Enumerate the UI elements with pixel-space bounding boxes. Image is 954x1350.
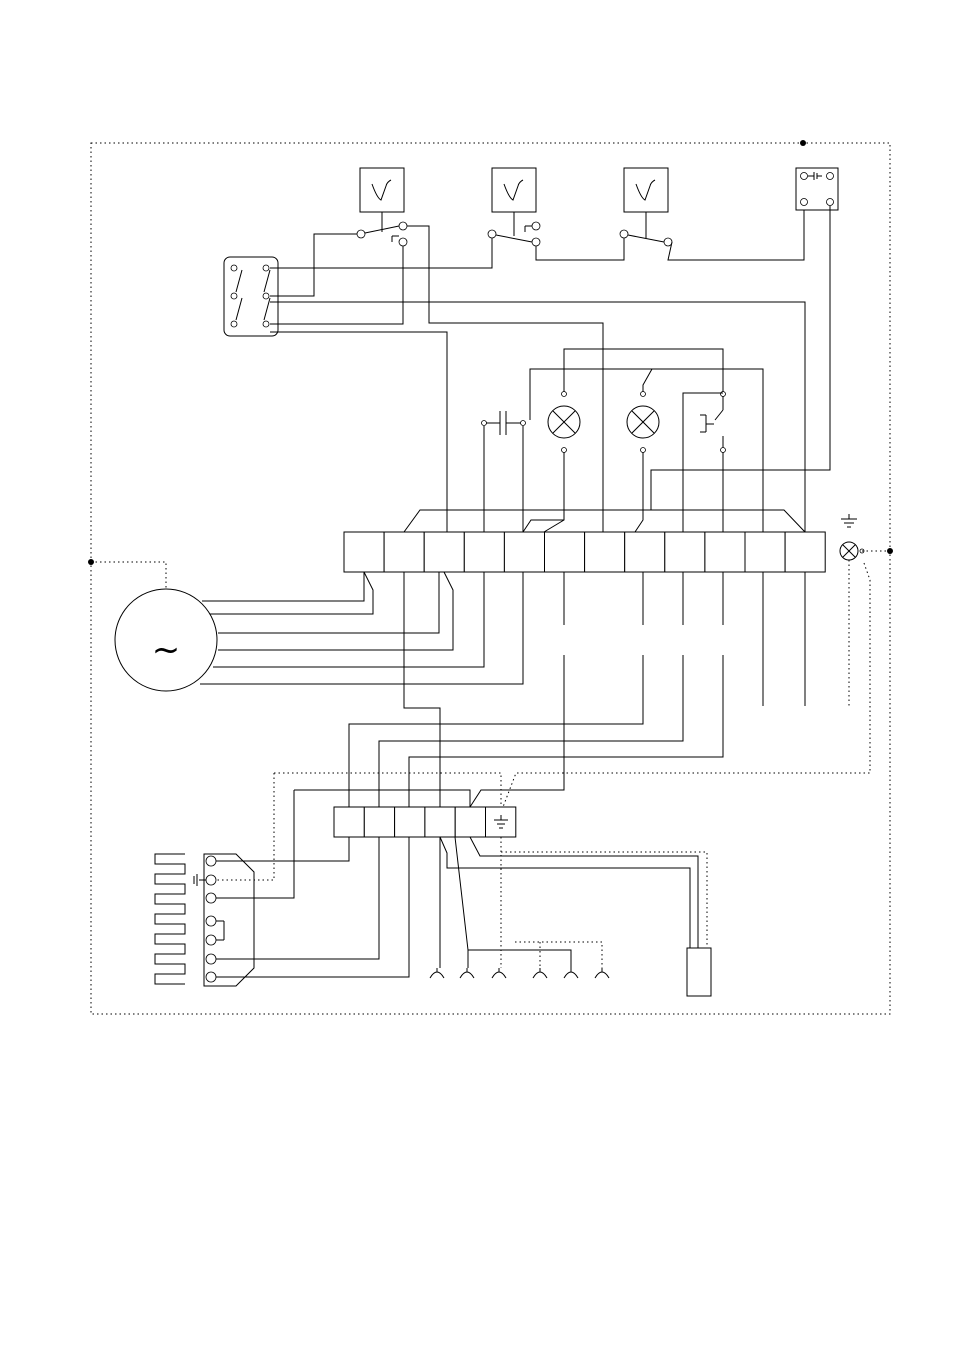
heating-element — [154, 853, 255, 987]
wire — [213, 572, 485, 668]
main-terminal — [744, 531, 786, 573]
wire — [348, 655, 644, 807]
lower-terminal — [363, 806, 396, 838]
lower-terminal — [424, 806, 456, 838]
wire — [216, 837, 410, 978]
wire — [682, 392, 723, 428]
connector-lug — [491, 971, 507, 979]
dotted-wire — [502, 562, 871, 808]
wire — [210, 571, 374, 615]
main-terminal — [544, 531, 586, 573]
thermostat-1 — [359, 167, 405, 232]
wire — [216, 837, 380, 960]
changeover-switch — [223, 256, 279, 337]
wire — [468, 949, 572, 968]
lower-terminal — [333, 806, 365, 838]
wire — [667, 210, 805, 261]
sensor — [686, 947, 712, 997]
wire — [454, 836, 469, 968]
main-terminal — [664, 531, 706, 573]
wire — [200, 572, 524, 685]
wire — [563, 348, 724, 392]
main-terminal — [784, 531, 826, 573]
wire — [634, 452, 644, 533]
wire — [218, 572, 440, 634]
indicator-lamp — [839, 541, 865, 561]
dotted-wire — [501, 851, 708, 948]
lower-terminal — [485, 806, 517, 838]
wire — [294, 789, 471, 807]
wire — [202, 572, 365, 602]
wire — [642, 368, 653, 392]
capacitor — [481, 411, 526, 435]
wire — [270, 233, 357, 297]
push-button — [700, 391, 726, 453]
main-terminal — [463, 531, 505, 573]
wiring — [91, 206, 890, 978]
generator: ~ — [114, 588, 218, 692]
lower-terminal-block — [333, 806, 517, 838]
enclosure-boundary — [90, 142, 891, 1015]
lamp-1 — [547, 391, 581, 453]
dotted-wire — [515, 941, 603, 968]
thermostat-3 — [623, 167, 669, 238]
main-terminal — [383, 531, 425, 573]
wire — [270, 331, 448, 532]
wire — [378, 655, 684, 807]
connector-lugs — [429, 968, 610, 979]
generator-symbol: ~ — [152, 630, 181, 670]
main-terminal — [343, 531, 385, 573]
thermostat-2-switch — [487, 221, 541, 247]
wire — [216, 790, 295, 899]
connector-lug — [594, 971, 610, 979]
wire — [650, 206, 831, 510]
connector-lug — [459, 971, 475, 979]
wire — [408, 655, 724, 807]
lower-terminal — [394, 806, 426, 838]
main-terminal-block — [343, 531, 826, 573]
pressure-switch — [795, 167, 839, 211]
main-terminal — [704, 531, 746, 573]
connector-lug — [429, 971, 445, 979]
wire — [403, 509, 806, 533]
earth-icon — [841, 514, 857, 528]
wire — [407, 225, 604, 532]
main-terminal — [624, 531, 666, 573]
enclosure-junction-top — [800, 140, 806, 146]
connector-lug — [532, 971, 548, 979]
wire — [439, 836, 691, 948]
main-terminal — [584, 531, 626, 573]
wire — [218, 571, 454, 651]
lamp-2 — [626, 391, 660, 453]
main-terminal — [503, 531, 545, 573]
wire — [535, 238, 625, 261]
main-terminal — [423, 531, 465, 573]
thermostat-2 — [491, 167, 537, 236]
wire — [522, 519, 564, 533]
wire — [270, 238, 493, 269]
wire — [529, 368, 764, 532]
wire — [270, 246, 404, 325]
wire — [469, 836, 699, 948]
wire — [469, 655, 565, 808]
lower-terminal — [454, 806, 487, 838]
wire — [216, 837, 350, 862]
dotted-wire — [91, 561, 167, 589]
connector-lug — [563, 971, 579, 979]
wire — [270, 301, 806, 532]
